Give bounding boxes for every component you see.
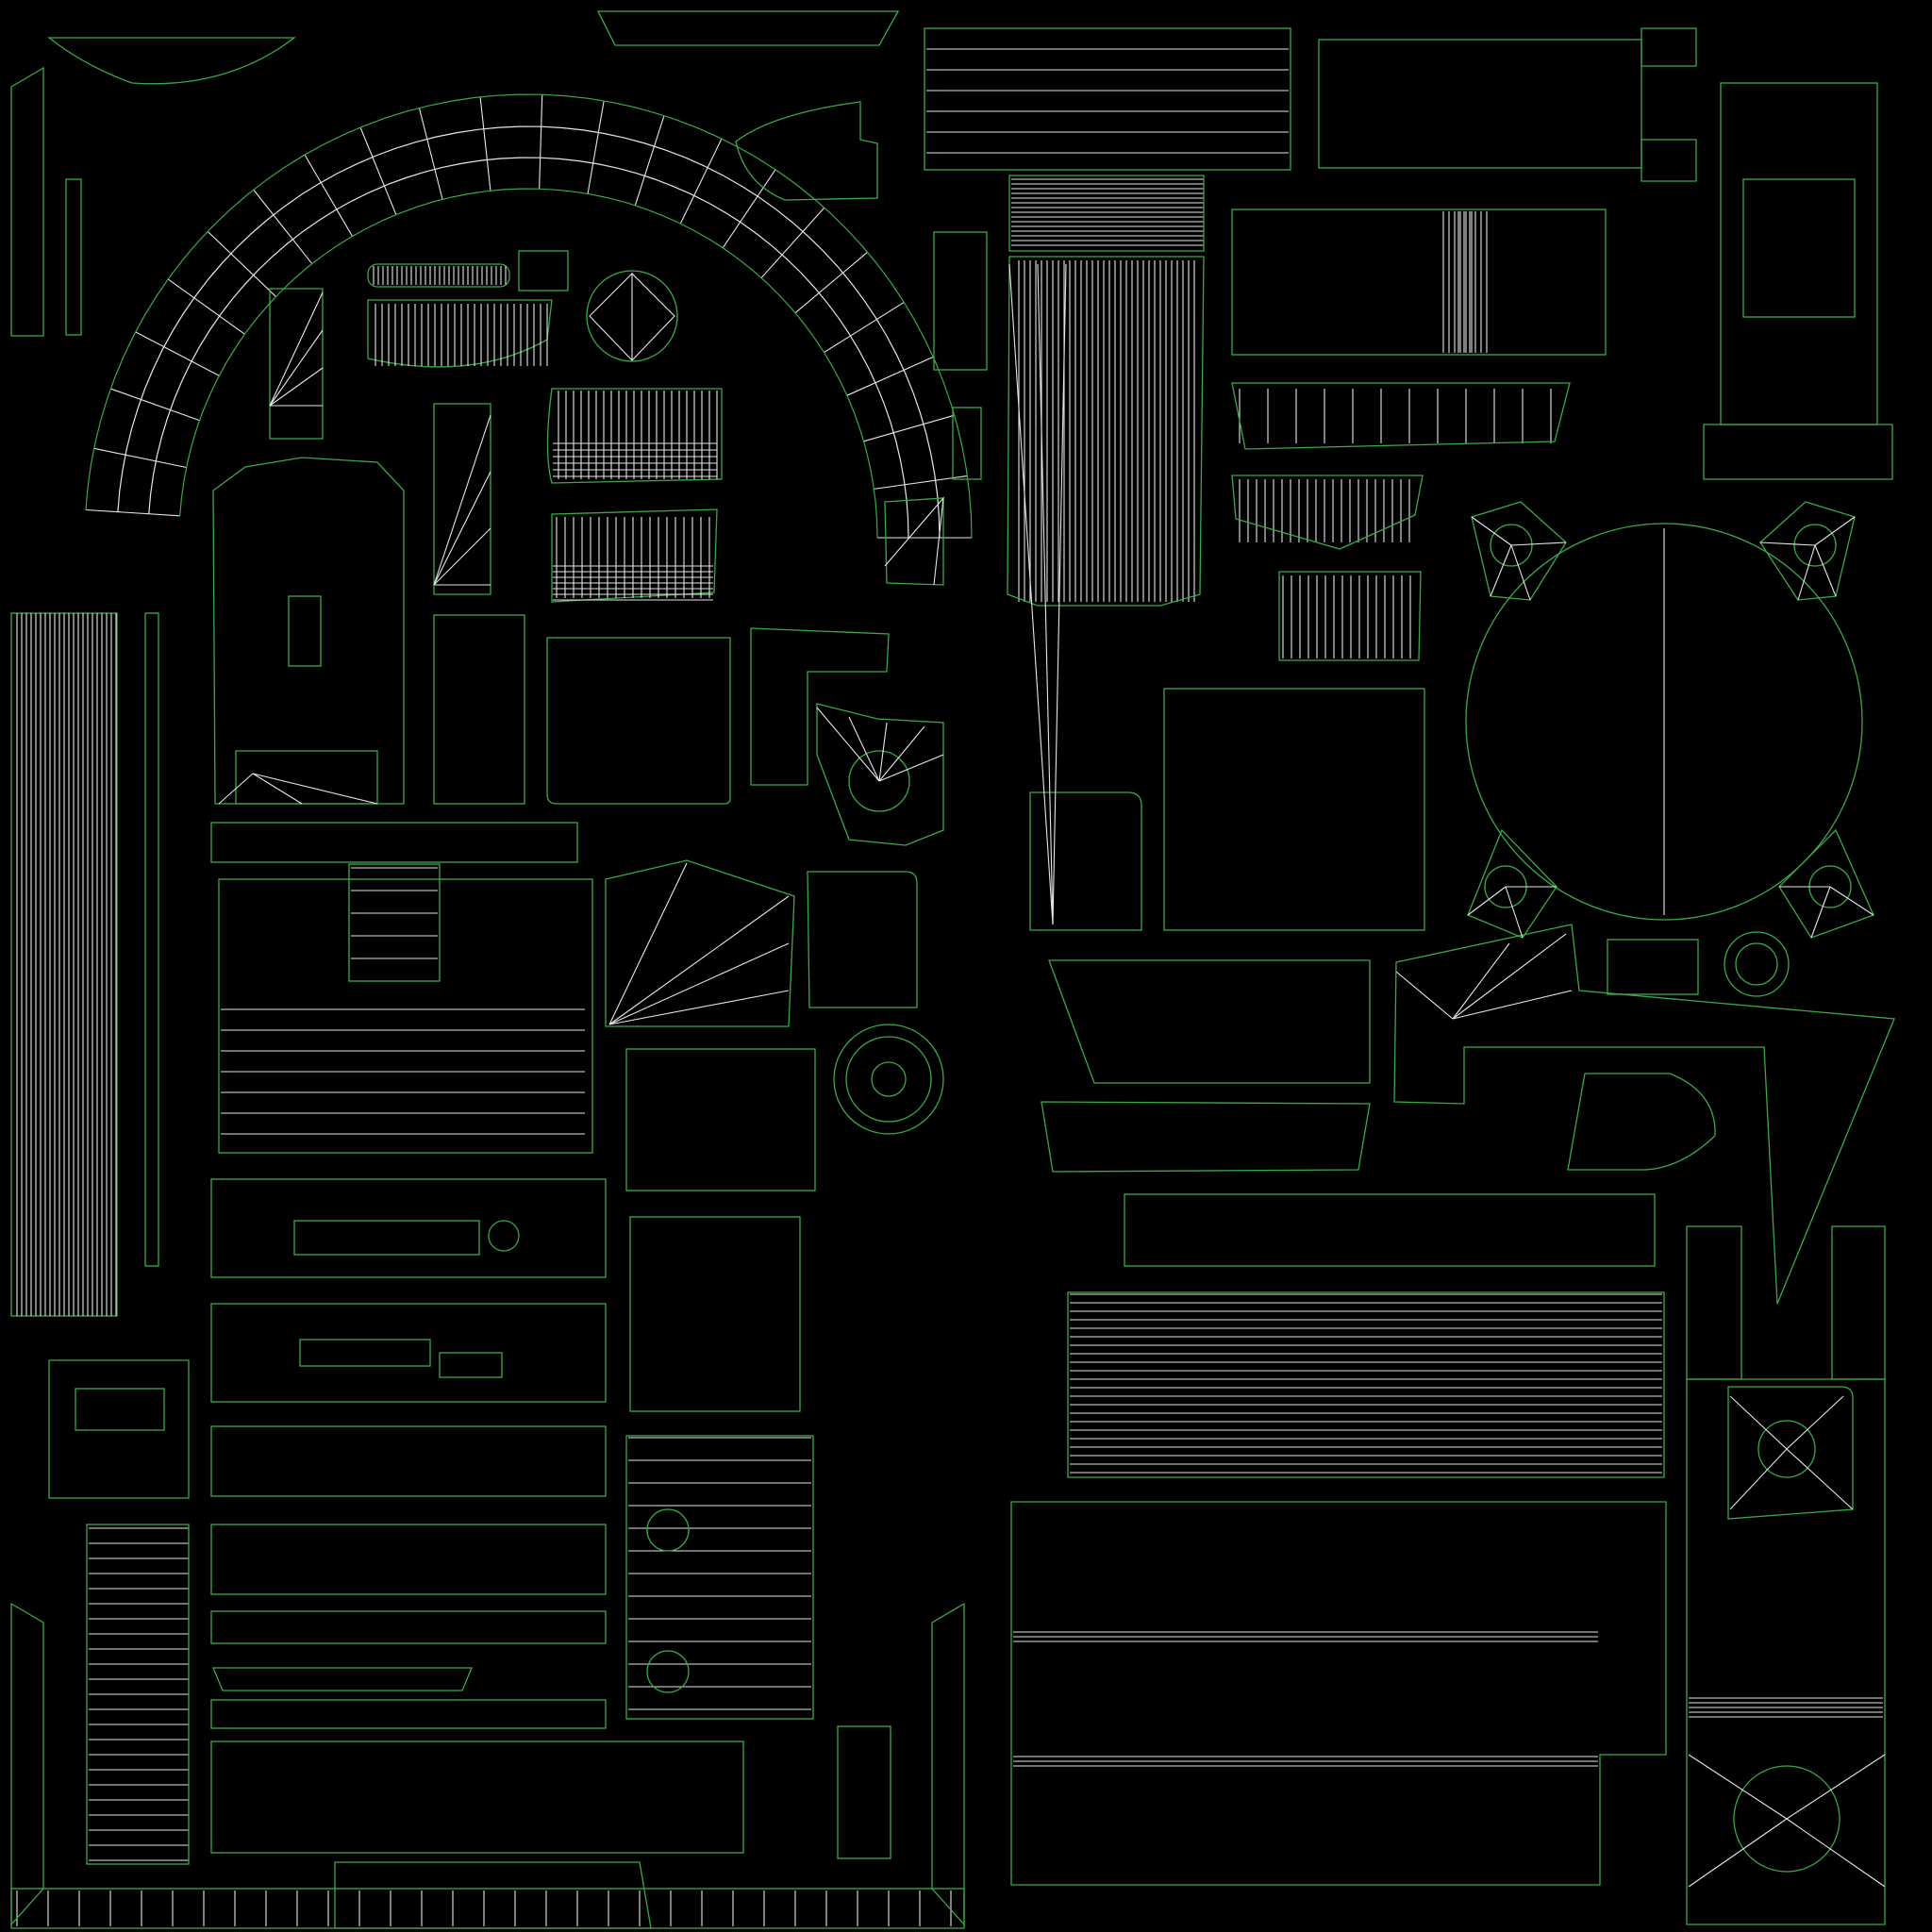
uv-island-hatching xyxy=(16,48,1883,1926)
uv-island-right-center xyxy=(1010,924,1895,1886)
uv-island-right-pillar xyxy=(1686,1225,1886,1925)
uv-island-wireframe-details xyxy=(218,263,1886,1888)
uv-island-inner-pieces xyxy=(269,231,988,603)
uv-island-left-bottom xyxy=(10,822,965,1929)
uv-island-vertical-strip-lines xyxy=(16,613,117,1316)
uv-island-middle-left xyxy=(212,457,944,1135)
uv-island-top-fragments xyxy=(47,10,900,201)
uv-island-top-right xyxy=(1029,27,1893,931)
uv-island-column xyxy=(924,27,1291,607)
uv-island-arch xyxy=(85,93,973,539)
